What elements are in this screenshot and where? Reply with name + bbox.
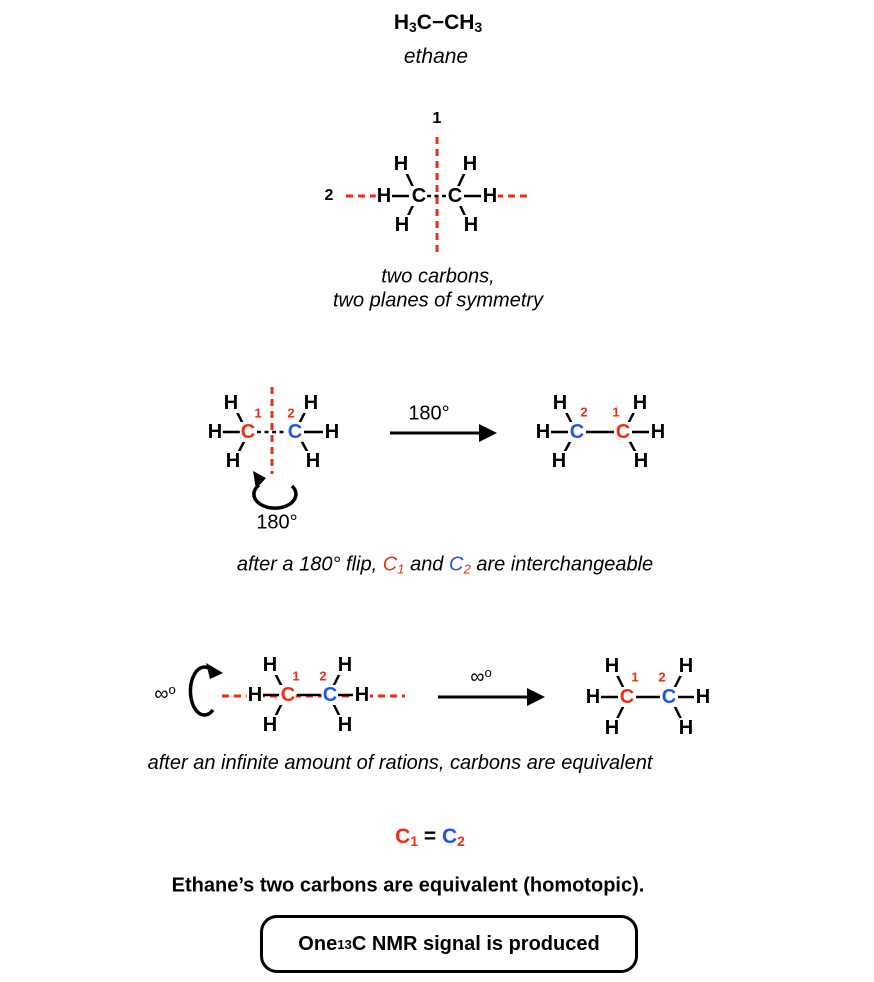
h-atom: H bbox=[302, 392, 320, 414]
h-atom: H bbox=[206, 421, 224, 443]
text-part: are interchangeable bbox=[470, 553, 654, 576]
h-atom: H bbox=[632, 450, 650, 472]
text-part: 1 bbox=[397, 561, 405, 577]
homotopic-statement: Ethane’s two carbons are equivalent (hom… bbox=[171, 874, 645, 897]
infinite-reaction-arrow bbox=[438, 688, 545, 706]
text-part: C bbox=[441, 825, 458, 848]
molecule5-bonds bbox=[601, 674, 694, 720]
c2-site-label: 2 bbox=[580, 404, 588, 420]
h-atom: H bbox=[461, 153, 479, 175]
h-atom: H bbox=[375, 185, 393, 207]
molecule-name: ethane bbox=[403, 45, 469, 68]
h-atom: H bbox=[550, 450, 568, 472]
c-atom: C bbox=[410, 185, 428, 207]
text-part: = bbox=[418, 825, 442, 848]
text-part: 3 bbox=[408, 18, 417, 35]
plane-1-label: 1 bbox=[432, 110, 442, 127]
text-part: C−CH bbox=[416, 11, 475, 34]
text-part: 13 bbox=[337, 936, 352, 952]
c1-site-label: 1 bbox=[631, 669, 639, 685]
h-atom: H bbox=[677, 717, 695, 739]
text-part: o bbox=[484, 665, 492, 681]
c1-site-label: 1 bbox=[254, 405, 262, 421]
h-atom: H bbox=[603, 655, 621, 677]
infinite-caption: after an infinite amount of rations, car… bbox=[147, 751, 653, 774]
text-part: C bbox=[395, 825, 411, 848]
molecule4-bonds bbox=[263, 672, 353, 718]
h-atom: H bbox=[261, 654, 279, 676]
h-atom: H bbox=[694, 686, 712, 708]
c1-atom: C bbox=[618, 686, 636, 708]
h-atom: H bbox=[261, 714, 279, 736]
text-part: after a 180° flip, bbox=[236, 553, 383, 576]
infinite-rotation-arrow bbox=[188, 663, 223, 717]
c1-atom: C bbox=[614, 421, 632, 443]
text-part: C bbox=[448, 553, 464, 576]
text-part: 2 bbox=[457, 832, 465, 849]
c1-site-label: 1 bbox=[292, 668, 300, 684]
plane-2-label: 2 bbox=[324, 187, 334, 204]
h-atom: H bbox=[584, 686, 602, 708]
h-atom: H bbox=[246, 684, 264, 706]
c2-atom: C bbox=[568, 421, 586, 443]
infinity-arrow-label: ∞o bbox=[470, 665, 492, 689]
text-part: and bbox=[404, 553, 449, 576]
h-atom: H bbox=[677, 655, 695, 677]
infinity-rotation-label: ∞o bbox=[154, 682, 176, 706]
h-atom: H bbox=[353, 684, 371, 706]
h-atom: H bbox=[392, 153, 410, 175]
c2-site-label: 2 bbox=[658, 669, 666, 685]
h-atom: H bbox=[481, 185, 499, 207]
h-atom: H bbox=[551, 392, 569, 414]
h-atom: H bbox=[462, 214, 480, 236]
text-part: 3 bbox=[474, 18, 483, 35]
flip-angle-label: 180° bbox=[256, 511, 298, 534]
h-atom: H bbox=[336, 654, 354, 676]
c2-site-label: 2 bbox=[287, 405, 295, 421]
text-part: H bbox=[393, 11, 409, 34]
ethane-formula: H3C−CH3 bbox=[394, 11, 482, 35]
h-atom: H bbox=[534, 421, 552, 443]
flip-reaction-arrow bbox=[390, 424, 497, 442]
h-atom: H bbox=[603, 717, 621, 739]
c2-atom: C bbox=[321, 684, 339, 706]
c1-atom: C bbox=[279, 684, 297, 706]
planes-caption: two carbons, two planes of symmetry bbox=[332, 265, 544, 312]
h-atom: H bbox=[323, 421, 341, 443]
h-atom: H bbox=[224, 450, 242, 472]
c2-atom: C bbox=[286, 421, 304, 443]
h-atom: H bbox=[304, 450, 322, 472]
text-part: 1 bbox=[410, 832, 419, 849]
flip-caption: after a 180° flip, C1 and C2 are interch… bbox=[237, 553, 653, 578]
c2-atom: C bbox=[660, 686, 678, 708]
text-part: One bbox=[298, 932, 338, 955]
equivalence-equation: C1 = C2 bbox=[395, 825, 465, 849]
h-atom: H bbox=[393, 214, 411, 236]
text-part: o bbox=[168, 682, 176, 698]
text-part: ∞ bbox=[154, 682, 169, 705]
h-atom: H bbox=[336, 714, 354, 736]
h-atom: H bbox=[631, 392, 649, 414]
flip-arrow-label: 180° bbox=[408, 402, 450, 425]
c1-site-label: 1 bbox=[612, 404, 620, 420]
text-part: 2 bbox=[463, 561, 471, 577]
molecule3-bonds bbox=[551, 409, 649, 454]
text-part: C NMR signal is produced bbox=[351, 932, 600, 955]
h-atom: H bbox=[222, 392, 240, 414]
c2-site-label: 2 bbox=[319, 668, 327, 684]
h-atom: H bbox=[649, 421, 667, 443]
c1-atom: C bbox=[239, 421, 257, 443]
text-part: C bbox=[382, 553, 398, 576]
flip-rotation-arrow bbox=[252, 471, 298, 510]
text-part: ∞ bbox=[470, 665, 485, 688]
c-atom: C bbox=[446, 185, 464, 207]
